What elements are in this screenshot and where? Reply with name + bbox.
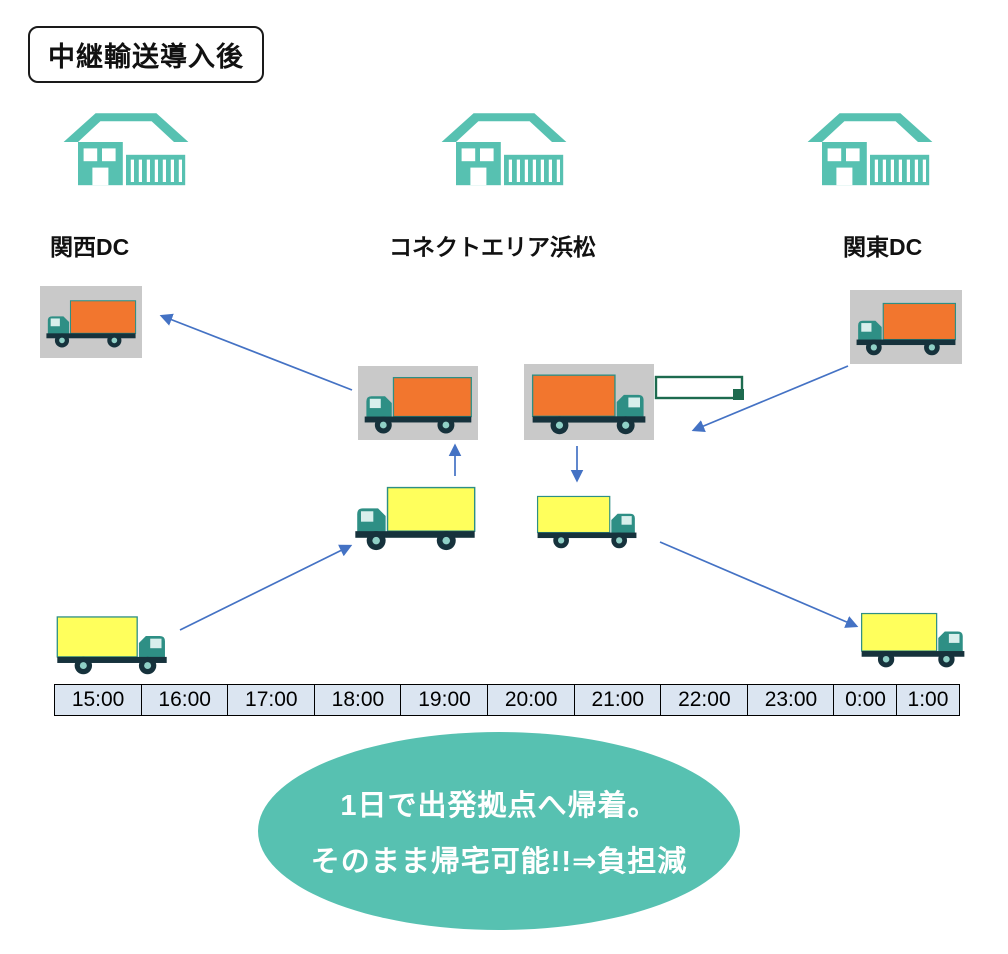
label-kansai-dc: 関西DC	[50, 234, 130, 260]
orange-truck-at-kansai-dc-icon	[40, 286, 142, 358]
timeline-cell: 18:00	[313, 684, 403, 716]
yellow-truck-hamamatsu-west-icon	[352, 480, 478, 552]
callout-line-2: そのまま帰宅可能!!⇒負担減	[310, 846, 688, 878]
timeline-cell: 19:00	[400, 684, 489, 716]
callout-line-1: 1日で出発拠点へ帰着。	[340, 790, 658, 822]
arrow-west-to-hamamatsu	[179, 544, 353, 631]
label-connect-area-hamamatsu: コネクトエリア浜松	[389, 234, 596, 260]
orange-truck-hamamatsu-west-icon	[358, 366, 478, 440]
timeline-cell: 15:00	[54, 684, 143, 716]
timeline-cell: 23:00	[746, 684, 836, 716]
arrow-hamamatsu-to-east	[659, 541, 859, 628]
green-rect-outline	[654, 375, 744, 400]
green-square-marker	[733, 389, 744, 400]
arrow-to-kansai-dc	[159, 313, 353, 391]
diagram-title: 中継輸送導入後	[28, 26, 264, 83]
yellow-truck-return-east-icon	[860, 606, 966, 670]
timeline-cell: 17:00	[227, 684, 316, 716]
orange-truck-at-kanto-dc-icon	[850, 290, 962, 364]
timeline-cell: 21:00	[573, 684, 662, 716]
benefit-callout: 1日で出発拠点へ帰着。 そのまま帰宅可能!!⇒負担減	[258, 732, 740, 930]
timeline-cell: 20:00	[487, 684, 576, 716]
timeline-cell: 16:00	[140, 684, 229, 716]
label-kanto-dc: 関東DC	[843, 234, 923, 260]
warehouse-icon-hamamatsu	[440, 110, 568, 190]
timeline-cell: 1:00	[895, 684, 961, 716]
timeline-cell: 22:00	[660, 684, 749, 716]
yellow-truck-hamamatsu-east-icon	[536, 488, 638, 552]
yellow-truck-departure-west-icon	[54, 610, 170, 676]
orange-trailer-hamamatsu-east-icon	[524, 364, 654, 440]
timeline-cell: 0:00	[833, 684, 898, 716]
warehouse-icon-kansai	[62, 110, 190, 190]
warehouse-icon-kanto	[806, 110, 934, 190]
timeline-table: 15:00 16:00 17:00 18:00 19:00 20:00 21:0…	[54, 684, 961, 716]
arrow-from-kanto-dc	[691, 365, 849, 432]
